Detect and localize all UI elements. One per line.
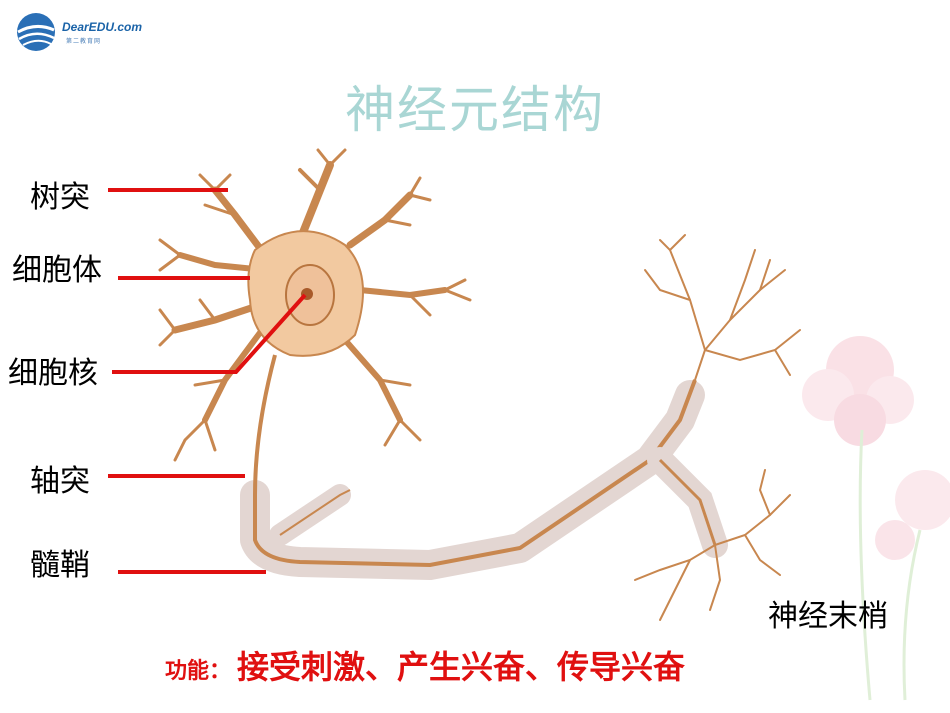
slide-title: 神经元结构 (345, 81, 605, 139)
function-statement: 功能：接受刺激、产生兴奋、传导兴奋 (165, 642, 685, 688)
deareedu-logo: DearEDU.com 第二教育网 (14, 8, 154, 58)
logo-brand: DearEDU.com (62, 20, 143, 34)
label-nucleus: 细胞核 (8, 356, 98, 391)
axon-branch (647, 447, 728, 558)
myelin-sheath (240, 380, 705, 580)
label-cell-body: 细胞体 (12, 253, 102, 288)
axon (253, 354, 697, 568)
nerve-endings (634, 234, 801, 621)
pointer-nucleus (112, 293, 307, 374)
dendrites (158, 148, 472, 462)
label-axon: 轴突 (30, 464, 90, 499)
flower-decoration (802, 336, 950, 701)
logo-subtitle: 第二教育网 (66, 38, 102, 45)
globe-icon (17, 13, 55, 51)
label-myelin-sheath: 髓鞘 (30, 548, 90, 583)
function-prefix: 功能： (165, 658, 232, 684)
function-text: 接受刺激、产生兴奋、传导兴奋 (237, 648, 686, 686)
pointer-lines (108, 188, 307, 574)
label-nerve-ending: 神经末梢 (768, 599, 888, 634)
label-dendrite: 树突 (30, 180, 90, 215)
